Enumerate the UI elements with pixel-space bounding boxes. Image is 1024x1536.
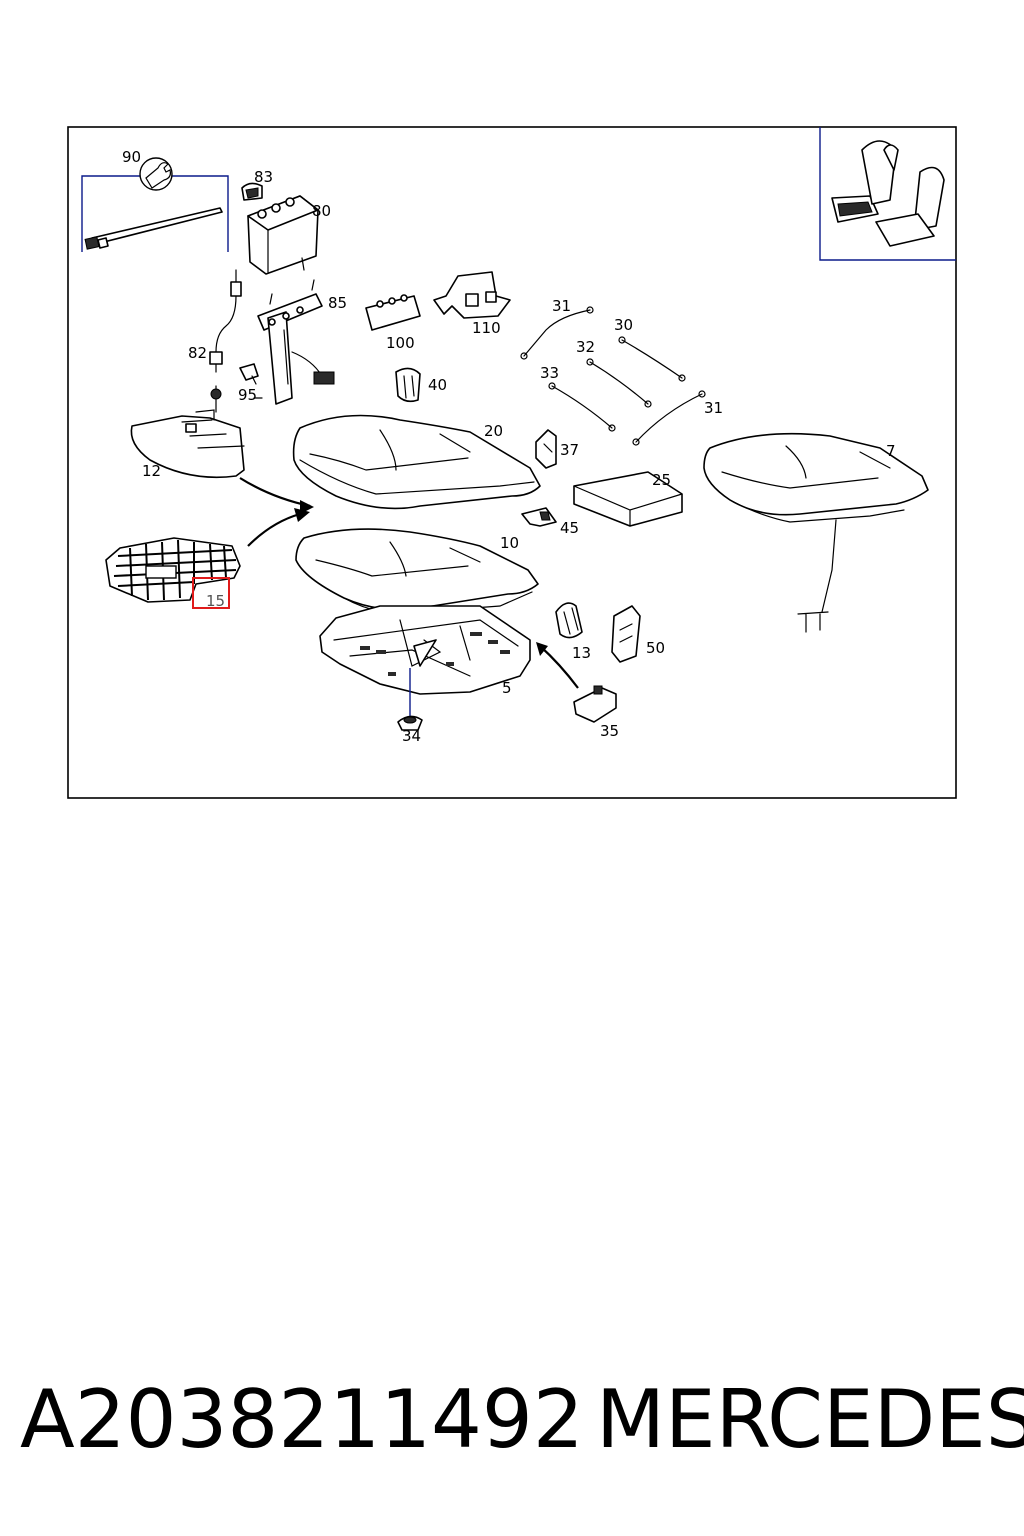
callout-95: 95: [238, 386, 257, 404]
callout-13: 13: [572, 644, 591, 662]
highlight-box-15: [192, 577, 230, 609]
part-number: A2038211492: [20, 1373, 584, 1466]
callout-31-top: 31: [552, 297, 571, 315]
callout-37: 37: [560, 441, 579, 459]
callout-34: 34: [402, 727, 421, 745]
callout-50: 50: [646, 639, 665, 657]
callout-85: 85: [328, 294, 347, 312]
callout-32: 32: [576, 338, 595, 356]
diagram-frame: [67, 126, 957, 799]
callout-45: 45: [560, 519, 579, 537]
seat-cover-7: [703, 432, 929, 633]
callout-100: 100: [386, 334, 415, 352]
seat-location-inset: [819, 127, 956, 261]
callout-25: 25: [652, 471, 671, 489]
bracket-assembly: [257, 279, 335, 405]
callout-33: 33: [540, 364, 559, 382]
pad-12: [130, 409, 245, 479]
callout-10: 10: [500, 534, 519, 552]
part-100: [365, 294, 421, 331]
seat-cushion-20: [292, 414, 541, 510]
tool-wrench-assembly: [81, 157, 229, 252]
callout-82: 82: [188, 344, 207, 362]
wrench-icon: [145, 162, 171, 189]
callout-110: 110: [472, 319, 501, 337]
foam-block-25: [573, 471, 683, 527]
callout-40: 40: [428, 376, 447, 394]
callout-35: 35: [600, 722, 619, 740]
callout-15: 15: [206, 592, 225, 610]
callout-12: 12: [142, 462, 161, 480]
heating-mat-15: [105, 537, 241, 603]
switch-unit: [247, 195, 319, 275]
callout-83: 83: [254, 168, 273, 186]
callout-90: 90: [122, 148, 141, 166]
wire-clips: [520, 306, 706, 446]
callout-20: 20: [484, 422, 503, 440]
part-110: [433, 271, 511, 319]
callout-7: 7: [886, 442, 896, 460]
footer: A2038211492 MERCEDES: [0, 1365, 1024, 1475]
cable-82: [209, 269, 242, 413]
callout-31-bottom: 31: [704, 399, 723, 417]
callout-30: 30: [614, 316, 633, 334]
seat-frame-5: [319, 605, 531, 716]
brand-name: MERCEDES: [596, 1373, 1024, 1466]
callout-5: 5: [502, 679, 512, 697]
callout-80: 80: [312, 202, 331, 220]
